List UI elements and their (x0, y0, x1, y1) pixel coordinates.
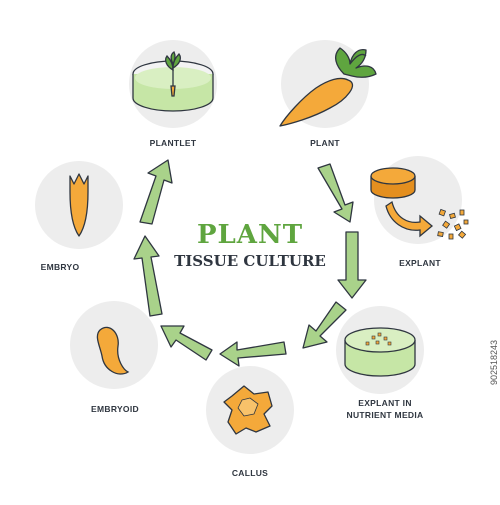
arrow-6 (133, 235, 163, 317)
stock-id: 902518243 (489, 339, 499, 385)
label-explant: EXPLANT (399, 258, 441, 268)
label-explant-media-line1: EXPLANT IN (358, 398, 412, 408)
label-callus: CALLUS (231, 468, 269, 478)
arrow-7 (139, 159, 173, 225)
embryo-icon (69, 173, 89, 237)
arrow-2 (337, 231, 367, 299)
arrow-1 (317, 163, 354, 223)
arrow-3 (302, 301, 347, 349)
label-plant: PLANT (310, 138, 340, 148)
label-explant-media-line2: NUTRIENT MEDIA (346, 410, 424, 420)
arrow-4 (219, 341, 287, 367)
label-embryoid: EMBRYOID (91, 404, 139, 414)
diagram-title: PLANT (196, 220, 304, 250)
carrot-icon (279, 47, 377, 127)
arrow-5 (160, 325, 213, 361)
embryoid-icon (96, 326, 130, 375)
label-embryo: EMBRYO (40, 262, 80, 272)
nutrient-media-dish-icon (344, 327, 416, 377)
diagram-subtitle: TISSUE CULTURE (174, 252, 326, 270)
label-plantlet: PLANTLET (149, 138, 197, 148)
petri-dish-icon (132, 51, 214, 112)
callus-icon (223, 385, 273, 435)
cycle-arrows (133, 159, 367, 367)
explant-slice-icon (370, 167, 469, 240)
